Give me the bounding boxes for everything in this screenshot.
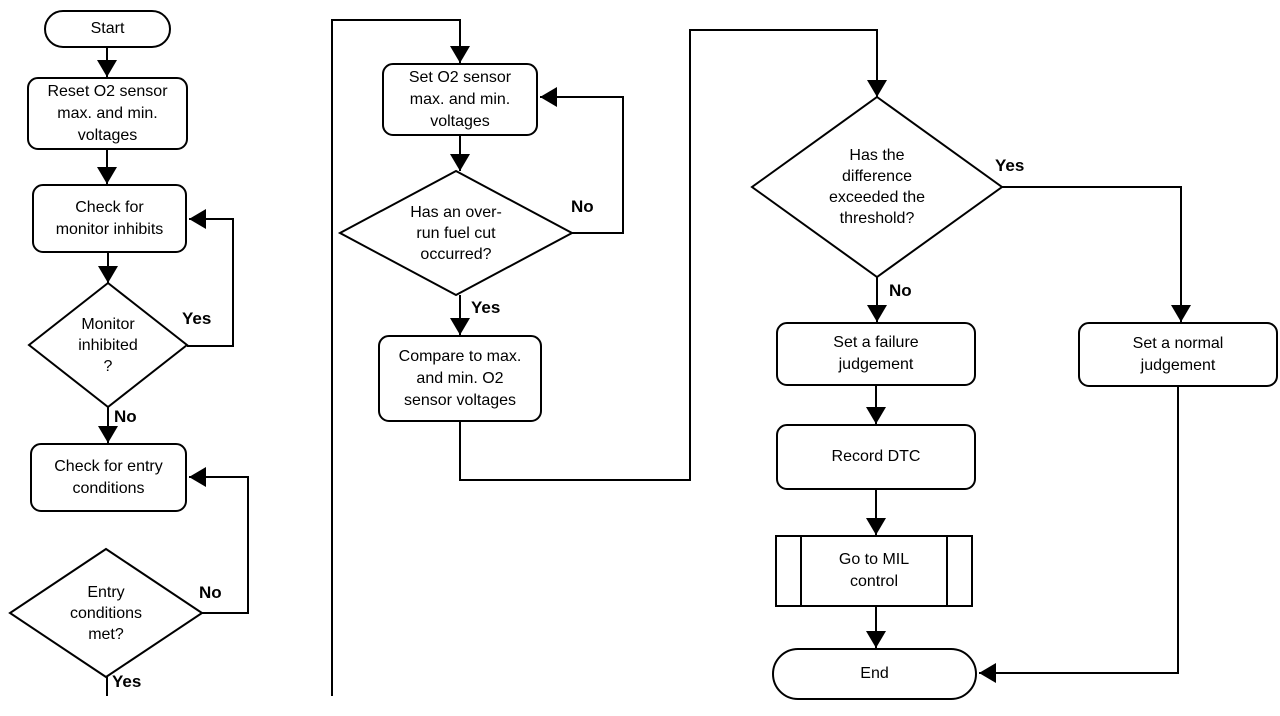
edge-record-to-mil-arrowhead-icon <box>866 518 886 535</box>
node-end: End <box>772 648 977 700</box>
node-failure-label: Set a failure judgement <box>833 334 919 373</box>
node-monitor-inhibited: Monitor inhibited ? <box>29 283 187 407</box>
edge-threshold-no-arrowhead-icon <box>867 305 887 322</box>
edge-monitor-yes-loop <box>187 218 234 347</box>
node-set-o2-voltages: Set O2 sensor max. and min. voltages <box>382 63 538 136</box>
edge-check-monitor-to-monitor-arrowhead-icon <box>98 266 118 283</box>
edge-label-entry-no: No <box>199 583 222 602</box>
node-go-to-mil-control: Go to MIL control <box>775 535 973 607</box>
edge-set-o2-to-overrun-arrowhead-icon <box>450 154 470 171</box>
node-reset-o2-voltages: Reset O2 sensor max. and min. voltages <box>27 77 188 150</box>
node-overrun-label: Has an over- run fuel cut occurred? <box>410 203 502 263</box>
node-overrun-shape <box>337 169 575 297</box>
node-entry-met-label: Entry conditions met? <box>69 583 143 643</box>
node-record-dtc: Record DTC <box>776 424 976 490</box>
edge-label-overrun-no: No <box>571 197 594 216</box>
node-entry-conditions-met: Entry conditions met? <box>10 549 202 677</box>
edge-overrun-no-loop-arrowhead-icon <box>540 87 557 107</box>
edge-label-threshold-yes: Yes <box>995 156 1025 175</box>
node-check-entry-conditions: Check for entry conditions <box>30 443 187 512</box>
node-compare-label: Compare to max. and min. O2 sensor volta… <box>398 347 522 409</box>
edge-label-monitor-yes: Yes <box>182 309 212 328</box>
edge-entry-no-loop <box>189 476 249 614</box>
edge-monitor-yes-loop-arrowhead-icon <box>189 209 206 229</box>
edge-left-trunk-to-set-o2-arrowhead-icon <box>450 46 470 63</box>
edge-compare-to-threshold <box>459 29 878 481</box>
node-start: Start <box>44 10 171 48</box>
node-start-label: Start <box>90 20 125 37</box>
node-set-failure-judgement: Set a failure judgement <box>776 322 976 386</box>
node-mil-label: Go to MIL control <box>838 551 910 590</box>
edge-normal-to-end <box>979 387 1179 674</box>
edge-label-overrun-yes: Yes <box>471 298 501 317</box>
predefined-bar-right-icon <box>946 537 948 605</box>
edge-start-to-reset-arrowhead-icon <box>97 60 117 77</box>
edge-monitor-no-arrowhead-icon <box>98 426 118 443</box>
edge-normal-to-end-arrowhead-icon <box>979 663 996 683</box>
edge-threshold-yes-arrowhead-icon <box>1171 305 1191 322</box>
edge-entry-no-loop-arrowhead-icon <box>189 467 206 487</box>
node-end-label: End <box>860 665 889 682</box>
edge-overrun-no-loop <box>540 96 624 234</box>
node-set-normal-judgement: Set a normal judgement <box>1078 322 1278 387</box>
node-record-dtc-label: Record DTC <box>831 448 921 465</box>
node-compare-voltages: Compare to max. and min. O2 sensor volta… <box>378 335 542 422</box>
node-threshold-label: Has the difference exceeded the threshol… <box>828 147 926 227</box>
edge-failure-to-record-arrowhead-icon <box>866 407 886 424</box>
node-set-o2-label: Set O2 sensor max. and min. voltages <box>408 68 512 130</box>
node-reset-o2-label: Reset O2 sensor max. and min. voltages <box>47 82 168 144</box>
node-overrun-fuel-cut: Has an over- run fuel cut occurred? <box>340 171 572 295</box>
node-check-monitor-label: Check for monitor inhibits <box>55 198 164 238</box>
edge-threshold-yes <box>1002 186 1182 322</box>
node-normal-label: Set a normal judgement <box>1132 334 1224 374</box>
edge-reset-to-check-monitor-arrowhead-icon <box>97 167 117 184</box>
edge-label-entry-yes: Yes <box>112 672 142 691</box>
node-check-entry-label: Check for entry conditions <box>54 457 163 497</box>
edge-left-trunk-to-set-o2 <box>331 19 461 696</box>
node-monitor-inhibited-label: Monitor inhibited ? <box>78 315 138 375</box>
edge-overrun-yes-arrowhead-icon <box>450 318 470 335</box>
edge-compare-to-threshold-arrowhead-icon <box>867 80 887 97</box>
node-threshold-exceeded: Has the difference exceeded the threshol… <box>752 97 1002 277</box>
edge-label-threshold-no: No <box>889 281 912 300</box>
predefined-bar-left-icon <box>800 537 802 605</box>
node-check-monitor-inhibits: Check for monitor inhibits <box>32 184 187 253</box>
edge-label-monitor-no: No <box>114 407 137 426</box>
edge-mil-to-end-arrowhead-icon <box>866 631 886 648</box>
